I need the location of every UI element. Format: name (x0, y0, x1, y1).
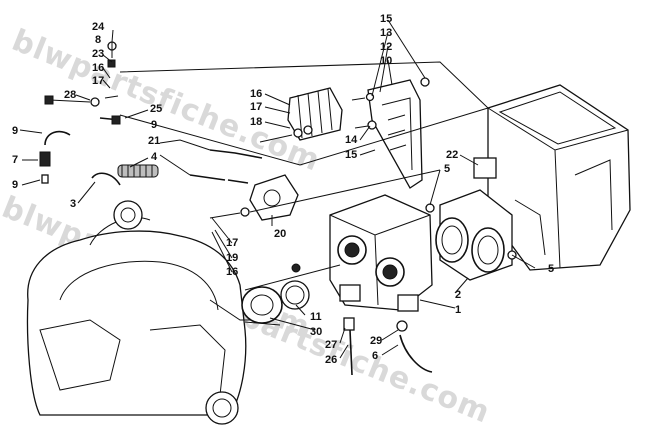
callout-20: 20 (274, 228, 286, 240)
callout-7: 7 (12, 154, 18, 166)
callout-5-lower: 5 (548, 263, 554, 275)
airbox-assembly (473, 84, 631, 271)
watermark-top: blwpartsfiche.com (7, 23, 325, 179)
callout-13: 13 (380, 27, 392, 39)
callout-17-center: 17 (250, 101, 262, 113)
callout-9-left-top: 9 (12, 125, 18, 137)
callout-16-center: 16 (250, 88, 262, 100)
callout-21: 21 (148, 135, 160, 147)
fuel-lines (44, 117, 433, 376)
callout-9-left-bottom: 9 (12, 179, 18, 191)
fuel-filter-7 (39, 151, 51, 184)
callout-1: 1 (455, 304, 461, 316)
callout-5-upper: 5 (444, 163, 450, 175)
callout-16-top: 16 (92, 62, 104, 74)
callout-2: 2 (455, 289, 461, 301)
spring-4 (117, 164, 159, 178)
callout-14: 14 (345, 134, 358, 146)
bracket-10 (367, 79, 423, 189)
alignment-lines (119, 61, 489, 291)
intake-boots (435, 189, 513, 281)
callout-17-lower: 17 (226, 237, 238, 249)
callout-18: 18 (250, 116, 262, 128)
callout-6: 6 (372, 350, 378, 362)
callout-29: 29 (370, 335, 382, 347)
callout-28: 28 (64, 89, 76, 101)
callout-17-top: 17 (92, 75, 104, 87)
callout-19: 19 (226, 252, 238, 264)
callout-22: 22 (446, 149, 458, 161)
leader-lines (19, 19, 536, 359)
airbox-decal-22 (473, 157, 497, 179)
callout-30: 30 (310, 326, 322, 338)
callout-25: 25 (150, 103, 162, 115)
clip-3 (91, 172, 121, 186)
intake-flange-30 (241, 286, 283, 326)
callout-9-center: 9 (151, 119, 157, 131)
callout-23: 23 (92, 48, 104, 60)
callout-labels: 24 8 23 16 17 28 25 9 7 9 3 4 21 9 16 17… (12, 13, 554, 366)
callout-10: 10 (380, 55, 392, 67)
carburetor-assembly (329, 194, 433, 312)
callout-11: 11 (310, 311, 322, 323)
callout-15-bottom: 15 (345, 149, 357, 161)
callout-4: 4 (151, 151, 158, 163)
callout-12: 12 (380, 41, 392, 53)
callout-24: 24 (92, 21, 105, 33)
hose-clamp-11 (280, 280, 310, 310)
callout-27: 27 (325, 339, 337, 351)
callout-3: 3 (70, 198, 76, 210)
callout-16-lower: 16 (226, 266, 238, 278)
callout-15-top: 15 (380, 13, 392, 25)
fuel-pump-20 (249, 174, 299, 221)
callout-26: 26 (325, 354, 337, 366)
oil-tank-assembly (287, 87, 343, 141)
engine-assembly (26, 200, 255, 425)
callout-8-top: 8 (95, 34, 101, 46)
